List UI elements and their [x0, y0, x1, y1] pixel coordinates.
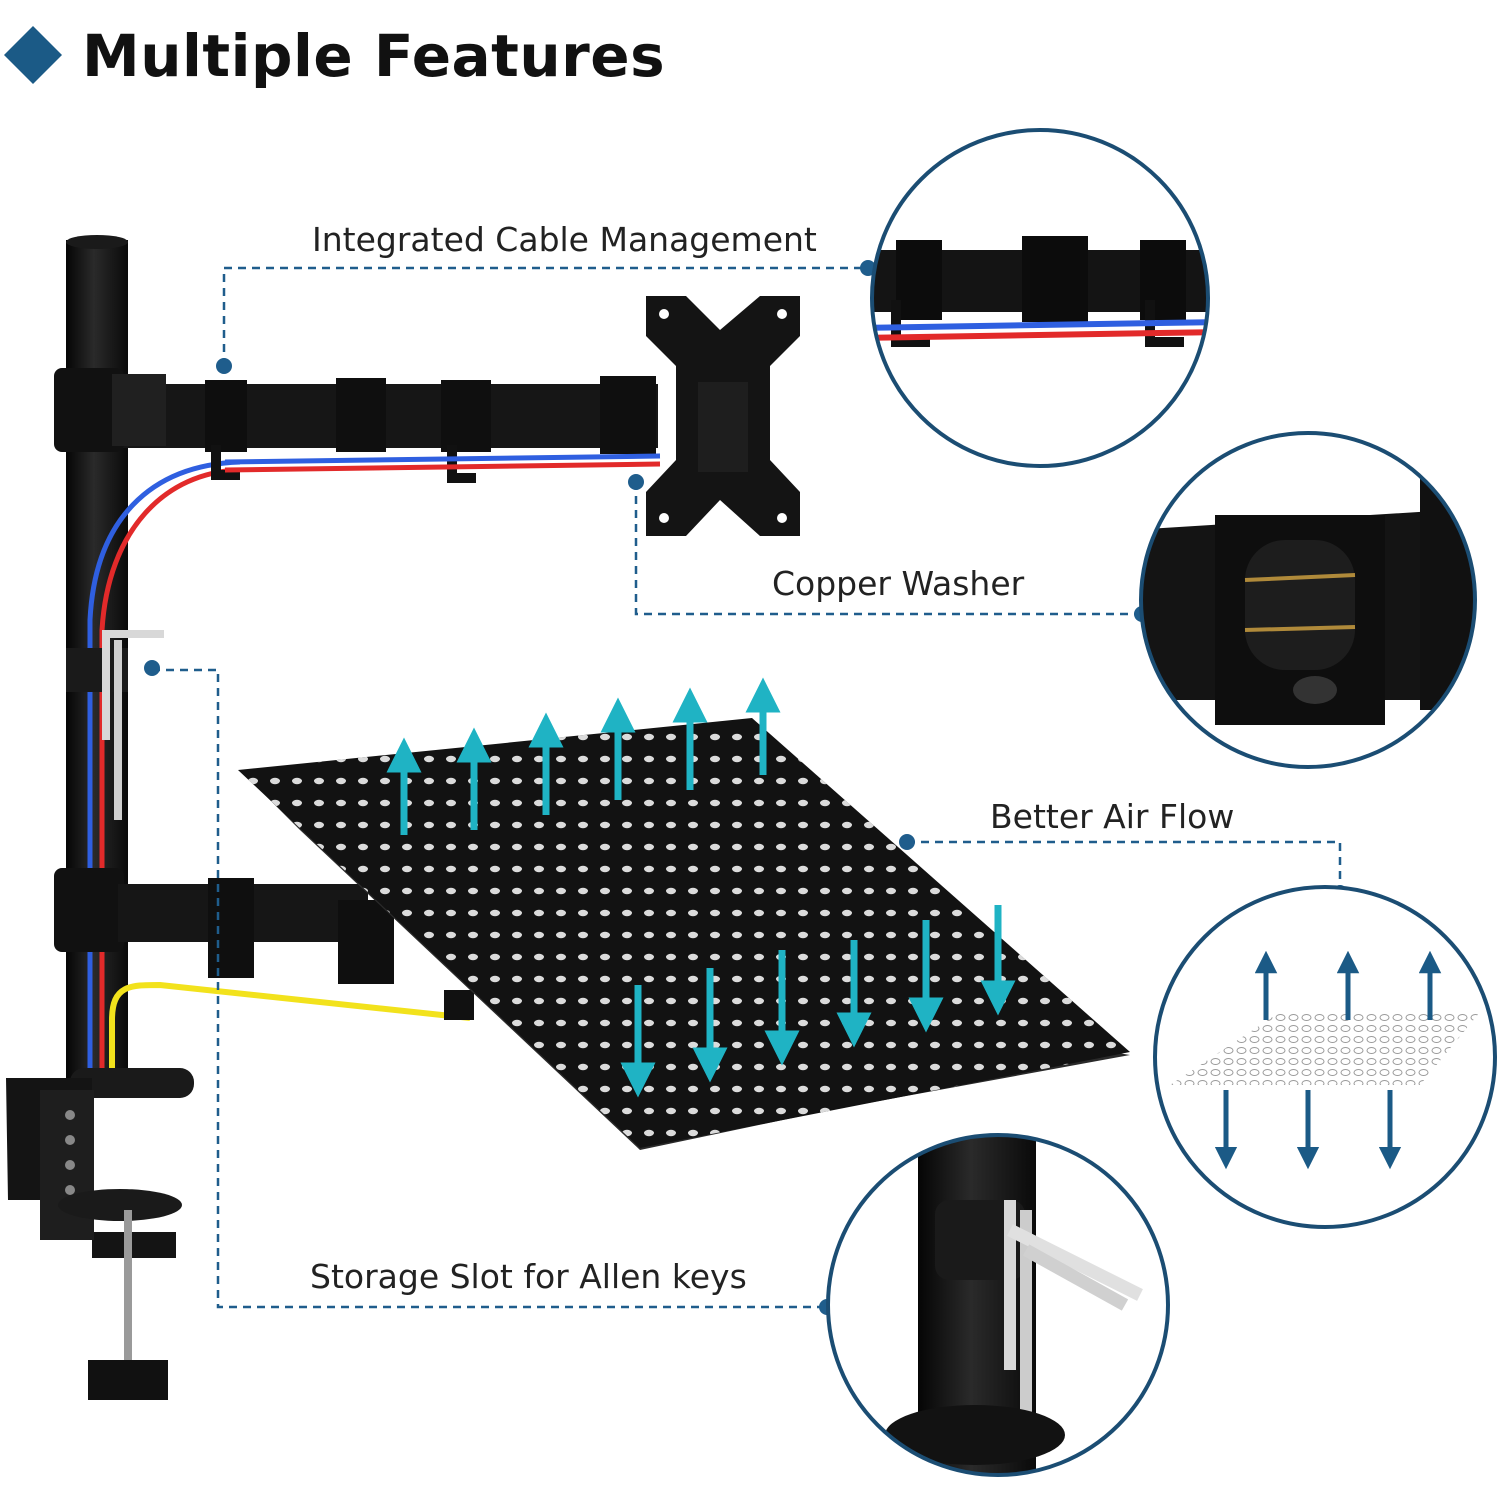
label-allen-key-storage: Storage Slot for Allen keys: [310, 1257, 747, 1296]
label-better-air-flow: Better Air Flow: [990, 797, 1235, 836]
red-cable: [99, 467, 241, 1085]
allen-key-storage-zoom: [828, 1135, 1168, 1475]
label-cable-management: Integrated Cable Management: [312, 220, 817, 259]
airflow-leader-line: [907, 840, 1342, 892]
copper-washer-zoom: [1141, 433, 1475, 767]
upper-arm: [118, 384, 658, 448]
page-title: Multiple Features: [82, 22, 666, 90]
storage-leader-line: [152, 668, 827, 1309]
cable-leader-line: [222, 266, 866, 366]
air-flow-zoom: [1155, 887, 1495, 1227]
label-copper-washer: Copper Washer: [772, 564, 1025, 603]
washer-leader-line: [634, 482, 1140, 616]
yellow-cable: [109, 981, 471, 1085]
cable-management-zoom: [872, 130, 1208, 466]
blue-cable: [87, 459, 241, 1085]
